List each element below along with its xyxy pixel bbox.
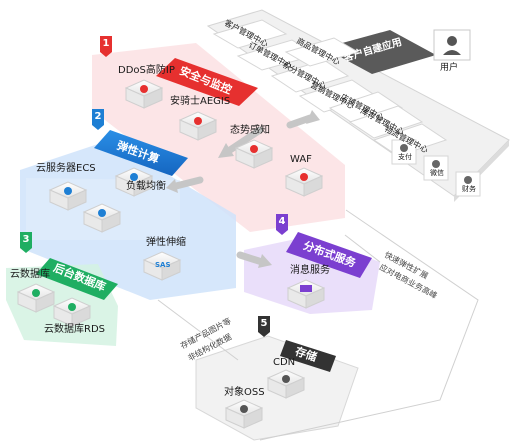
ddos-label: DDoS高防IP [118, 65, 175, 76]
flow-arrows [172, 114, 314, 266]
channel-boxes [391, 139, 481, 197]
auto-scaling-label: 弹性伸缩 [146, 237, 186, 248]
load-balancer-icon [114, 167, 154, 197]
auto-scaling-icon [142, 251, 182, 281]
security-number-tag [100, 36, 112, 57]
cdn-icon [266, 369, 306, 399]
load-balancer-label: 负载均衡 [126, 181, 166, 192]
connector-line [259, 209, 479, 441]
auto-scaling-tag: SAS [155, 261, 171, 269]
channel-label-2: 财务 [462, 185, 476, 193]
database-title-band [36, 258, 118, 300]
rds-icon [52, 297, 92, 327]
aegis-icon [178, 111, 218, 141]
storage-number-tag [258, 316, 270, 337]
ecs-icon [48, 181, 88, 211]
service-icons [16, 79, 326, 429]
message-service-icon [286, 279, 326, 309]
cloud-database-label: 云数据库 [10, 269, 50, 280]
situation-awareness-label: 态势感知 [230, 125, 270, 136]
aegis-label: 安骑士AEGIS [170, 96, 231, 107]
elastic-title-band [94, 130, 188, 176]
cdn-label: CDN [273, 357, 296, 368]
user-label: 用户 [440, 63, 459, 73]
oss-label: 对象OSS [224, 387, 265, 398]
ddos-icon [124, 79, 164, 109]
cloud-database-icon [16, 283, 56, 313]
ecs-icon-2 [82, 203, 122, 233]
oss-icon [224, 399, 264, 429]
database-number: 3 [22, 234, 30, 245]
waf-label: WAF [290, 154, 312, 165]
channel-label-1: 微信 [430, 169, 444, 177]
distributed-number-tag [276, 214, 288, 235]
elastic-number-tag [92, 109, 104, 130]
database-number-tag [20, 232, 32, 253]
ecs-label: 云服务器ECS [36, 163, 96, 174]
elastic-number: 2 [94, 111, 102, 122]
security-number: 1 [102, 38, 110, 49]
distributed-number: 4 [278, 216, 286, 227]
distributed-title-band [286, 232, 372, 278]
channel-label-0: 支付 [398, 153, 412, 161]
message-service-label: 消息服务 [290, 265, 330, 276]
client-app-title-plate [324, 30, 436, 74]
security-title-band [156, 58, 258, 106]
situation-awareness-icon [234, 139, 274, 169]
waf-icon [284, 167, 324, 197]
storage-title-band [280, 340, 336, 372]
storage-number: 5 [260, 318, 268, 329]
rds-label: 云数据库RDS [44, 324, 105, 335]
distributed-panel [244, 214, 380, 314]
